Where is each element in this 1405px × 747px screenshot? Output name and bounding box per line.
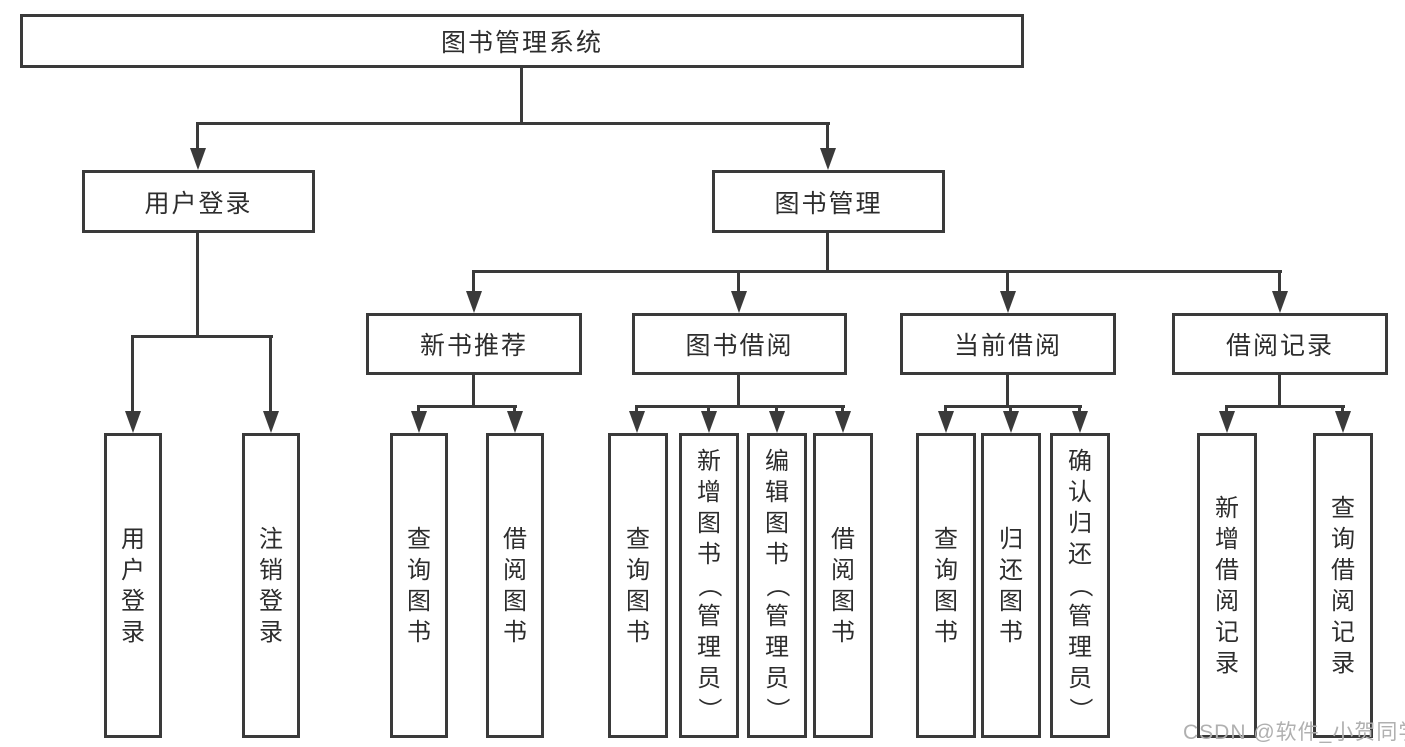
connector-vline — [1225, 405, 1228, 415]
connector-hline — [472, 270, 1282, 273]
arrowhead-down-icon — [411, 411, 427, 433]
watermark: CSDN @软件_小贺同学 — [1183, 721, 1405, 744]
arrowhead-down-icon — [190, 148, 206, 170]
leaf-confirm-return-admin: 确认归还（管理员） — [1050, 433, 1110, 738]
connector-vline — [472, 270, 475, 293]
leaf-user-login: 用户登录 — [104, 433, 162, 738]
arrowhead-down-icon — [1272, 291, 1288, 313]
connector-vline — [520, 68, 523, 124]
leaf-add-borrow-record: 新增借阅记录 — [1197, 433, 1257, 738]
connector-vline — [1278, 270, 1281, 293]
node-user-login: 用户登录 — [82, 170, 315, 233]
leaf-borrow-books-borrowing: 借阅图书 — [813, 433, 873, 738]
connector-vline — [196, 233, 199, 337]
node-current-borrowing: 当前借阅 — [900, 313, 1116, 375]
leaf-return-books: 归还图书 — [981, 433, 1041, 738]
leaf-borrow-books-recommend: 借阅图书 — [486, 433, 544, 738]
connector-vline — [196, 122, 199, 150]
arrowhead-down-icon — [263, 411, 279, 433]
leaf-query-books-current: 查询图书 — [916, 433, 976, 738]
arrowhead-down-icon — [938, 411, 954, 433]
arrowhead-down-icon — [629, 411, 645, 433]
arrowhead-down-icon — [701, 411, 717, 433]
connector-vline — [944, 405, 947, 415]
connector-vline — [1009, 405, 1012, 415]
connector-vline — [417, 405, 420, 415]
connector-hline — [944, 405, 1082, 408]
arrowhead-down-icon — [1219, 411, 1235, 433]
connector-vline — [1006, 270, 1009, 293]
leaf-query-books-borrowing: 查询图书 — [608, 433, 668, 738]
connector-vline — [472, 375, 475, 407]
arrowhead-down-icon — [820, 148, 836, 170]
connector-vline — [826, 122, 829, 150]
connector-vline — [707, 405, 710, 415]
arrowhead-down-icon — [1335, 411, 1351, 433]
arrowhead-down-icon — [835, 411, 851, 433]
leaf-edit-books-admin: 编辑图书（管理员） — [747, 433, 807, 738]
arrowhead-down-icon — [1072, 411, 1088, 433]
connector-hline — [131, 335, 273, 338]
leaf-query-books-recommend: 查询图书 — [390, 433, 448, 738]
connector-vline — [1006, 375, 1009, 407]
node-new-book-recommendation: 新书推荐 — [366, 313, 582, 375]
node-book-management: 图书管理 — [712, 170, 945, 233]
arrowhead-down-icon — [1000, 291, 1016, 313]
connector-hline — [635, 405, 845, 408]
connector-vline — [513, 405, 516, 415]
connector-hline — [1225, 405, 1345, 408]
connector-vline — [737, 270, 740, 293]
connector-vline — [1078, 405, 1081, 415]
connector-hline — [196, 122, 830, 125]
connector-hline — [417, 405, 517, 408]
connector-vline — [826, 233, 829, 272]
connector-vline — [775, 405, 778, 415]
node-library-management-system: 图书管理系统 — [20, 14, 1024, 68]
arrowhead-down-icon — [769, 411, 785, 433]
arrowhead-down-icon — [125, 411, 141, 433]
leaf-query-borrow-record: 查询借阅记录 — [1313, 433, 1373, 738]
connector-vline — [1341, 405, 1344, 415]
connector-vline — [635, 405, 638, 415]
connector-vline — [841, 405, 844, 415]
connector-vline — [131, 335, 134, 413]
arrowhead-down-icon — [466, 291, 482, 313]
arrowhead-down-icon — [1003, 411, 1019, 433]
connector-vline — [269, 335, 272, 413]
connector-vline — [1278, 375, 1281, 407]
leaf-add-books-admin: 新增图书（管理员） — [679, 433, 739, 738]
arrowhead-down-icon — [731, 291, 747, 313]
arrowhead-down-icon — [507, 411, 523, 433]
node-book-borrowing: 图书借阅 — [632, 313, 847, 375]
leaf-logout: 注销登录 — [242, 433, 300, 738]
node-borrowing-records: 借阅记录 — [1172, 313, 1388, 375]
connector-vline — [737, 375, 740, 407]
